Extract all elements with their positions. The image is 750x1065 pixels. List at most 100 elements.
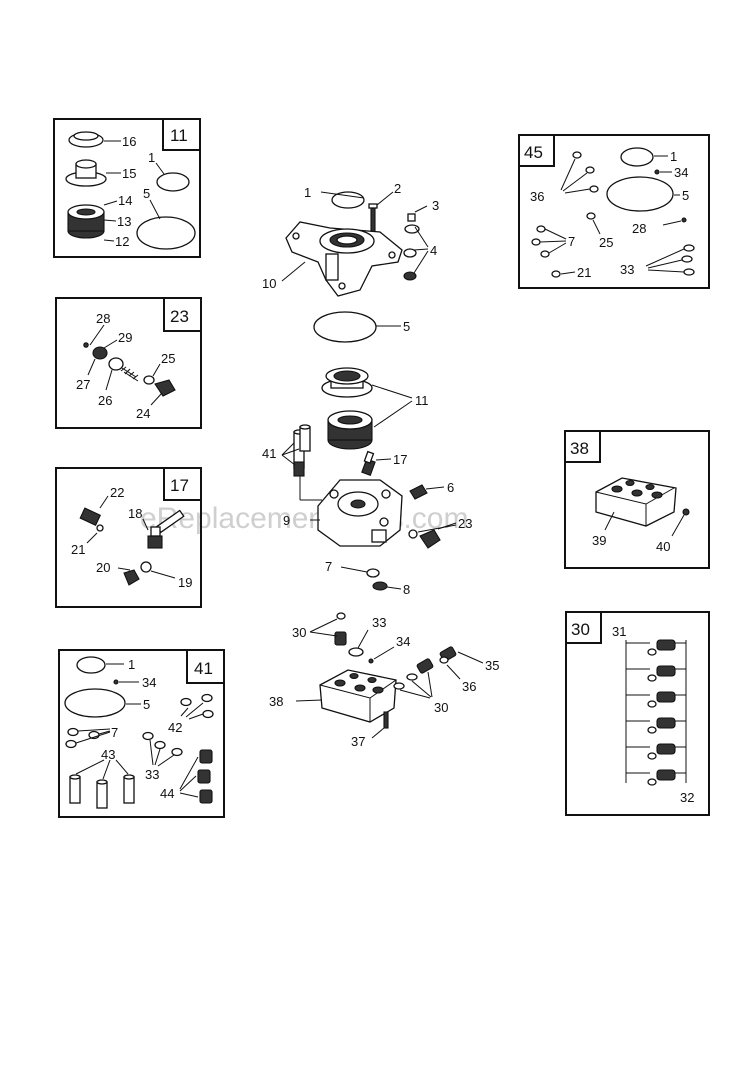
label-3: 3 <box>432 198 439 213</box>
label-41: 41 <box>262 446 276 461</box>
label-16: 16 <box>122 134 136 149</box>
watermark: eReplacementParts.com <box>140 502 468 535</box>
kit-11-number: 11 <box>170 126 188 145</box>
kit-45-box: 45 1 34 36 5 28 7 25 <box>518 134 710 289</box>
label-6: 6 <box>447 480 454 495</box>
label-5: 5 <box>143 186 150 201</box>
label-30a: 30 <box>292 625 306 640</box>
label-24: 24 <box>136 406 150 421</box>
kit-41-number: 41 <box>194 659 213 678</box>
label-2: 2 <box>394 181 401 196</box>
label-5: 5 <box>403 319 410 334</box>
kit-30-number: 30 <box>571 620 590 639</box>
label-19: 19 <box>178 575 192 590</box>
label-34: 34 <box>142 675 156 690</box>
label-22: 22 <box>110 485 124 500</box>
label-18: 18 <box>128 506 142 521</box>
cap-ring-part <box>68 131 104 148</box>
valve-block-part-38 <box>319 669 397 723</box>
valve-body-part <box>595 477 677 527</box>
label-40: 40 <box>656 539 670 554</box>
plunger-tubes-part <box>69 759 135 809</box>
label-29: 29 <box>118 330 132 345</box>
kit-17-box: 17 22 18 21 20 19 <box>55 467 202 608</box>
label-32: 32 <box>680 790 694 805</box>
label-36: 36 <box>462 679 476 694</box>
label-36: 36 <box>530 189 544 204</box>
label-38: 38 <box>269 694 283 709</box>
seal-assembly-part-11 <box>321 367 373 450</box>
valve-springs-part <box>626 639 686 786</box>
label-9: 9 <box>283 513 290 528</box>
label-37: 37 <box>351 734 365 749</box>
screw-part-2 <box>368 203 378 233</box>
label-33: 33 <box>620 262 634 277</box>
label-1: 1 <box>670 149 677 164</box>
kit-30-box: 30 31 32 <box>565 611 710 816</box>
label-34: 34 <box>396 634 410 649</box>
label-21: 21 <box>577 265 591 280</box>
spring-part <box>120 366 139 382</box>
kit-17-number: 17 <box>170 476 189 495</box>
kit-45-number: 45 <box>524 143 543 162</box>
label-39: 39 <box>592 533 606 548</box>
label-17: 17 <box>393 452 407 467</box>
label-4: 4 <box>430 243 437 258</box>
seal-retainer-part <box>65 159 107 187</box>
label-33: 33 <box>145 767 159 782</box>
o-ring-part-5 <box>313 311 377 343</box>
label-34: 34 <box>674 165 688 180</box>
kit-38-box: 38 39 40 <box>564 430 710 569</box>
o-ring-large-part <box>136 216 196 250</box>
label-28: 28 <box>632 221 646 236</box>
label-7: 7 <box>568 234 575 249</box>
label-7: 7 <box>325 559 332 574</box>
label-31: 31 <box>612 624 626 639</box>
pump-housing-part <box>285 221 403 297</box>
label-12: 12 <box>115 234 129 249</box>
label-27: 27 <box>76 377 90 392</box>
plug-part-23 <box>419 529 441 549</box>
label-1: 1 <box>304 185 311 200</box>
label-14: 14 <box>118 193 132 208</box>
label-30b: 30 <box>434 700 448 715</box>
label-44: 44 <box>160 786 174 801</box>
label-42: 42 <box>168 720 182 735</box>
label-20: 20 <box>96 560 110 575</box>
fitting-part-17 <box>361 450 376 476</box>
label-10: 10 <box>262 276 276 291</box>
label-8: 8 <box>403 582 410 597</box>
label-15: 15 <box>122 166 136 181</box>
label-26: 26 <box>98 393 112 408</box>
label-35: 35 <box>485 658 499 673</box>
label-1: 1 <box>128 657 135 672</box>
kit-38-number: 38 <box>570 439 589 458</box>
label-13: 13 <box>117 214 131 229</box>
label-25: 25 <box>599 235 613 250</box>
o-ring-small-part <box>156 172 190 192</box>
label-23: 23 <box>458 516 472 531</box>
label-21: 21 <box>71 542 85 557</box>
label-28: 28 <box>96 311 110 326</box>
manifold-part-9 <box>299 476 403 547</box>
seal-stack-part <box>67 204 105 239</box>
label-1: 1 <box>148 150 155 165</box>
plug-part-6 <box>409 484 428 500</box>
label-33: 33 <box>372 615 386 630</box>
main-assembly: 1 2 3 4 10 5 11 41 17 6 9 23 7 8 30 33 3… <box>262 181 499 749</box>
o-ring-part-1 <box>331 191 365 209</box>
kit-11-box: 11 16 15 14 13 12 1 <box>53 118 201 258</box>
kit-23-number: 23 <box>170 307 189 326</box>
label-7: 7 <box>111 725 118 740</box>
label-5: 5 <box>682 188 689 203</box>
springs-part <box>179 749 213 804</box>
label-11: 11 <box>415 393 429 408</box>
label-25: 25 <box>161 351 175 366</box>
valve-stem-part <box>147 509 185 549</box>
label-43: 43 <box>101 747 115 762</box>
screw-part-37 <box>383 711 389 729</box>
kit-23-box: 23 28 29 25 27 26 24 <box>55 297 202 429</box>
label-5: 5 <box>143 697 150 712</box>
pins-part-41 <box>293 424 311 477</box>
